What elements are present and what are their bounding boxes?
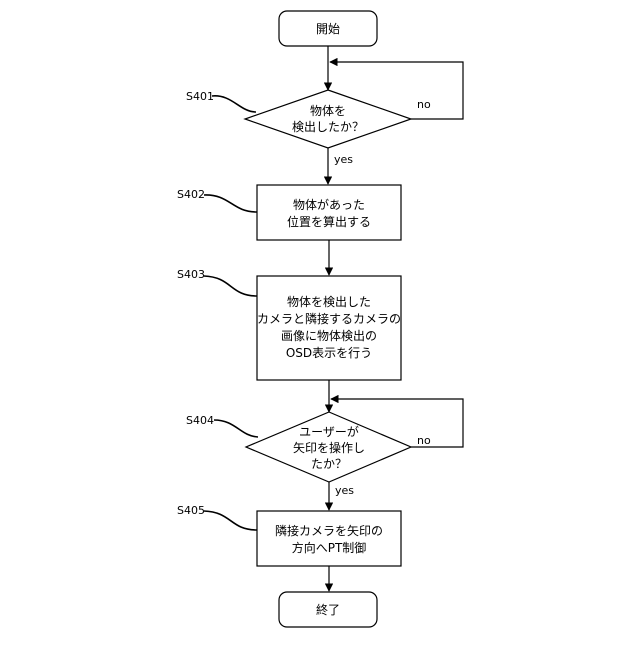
start-label: 開始 xyxy=(316,22,340,36)
decision-s401-line-1: 物体を xyxy=(310,104,346,118)
branch-s404-no: no xyxy=(417,434,431,447)
decision-s401-shape xyxy=(245,90,411,148)
process-s402-line-1: 物体があった xyxy=(293,197,365,212)
process-s402: 物体があった 位置を算出する xyxy=(257,185,401,240)
decision-s401: 物体を 検出したか？ xyxy=(245,90,411,148)
process-s402-line-2: 位置を算出する xyxy=(287,214,371,229)
leader-s402 xyxy=(204,195,257,212)
decision-s404-line-3: たか？ xyxy=(311,457,347,471)
process-s405-shape xyxy=(257,511,401,566)
process-s402-shape xyxy=(257,185,401,240)
process-s405: 隣接カメラを矢印の 方向へPT制御 xyxy=(257,511,401,566)
leader-s403 xyxy=(204,276,257,296)
step-label-s405: S405 xyxy=(177,504,205,517)
step-label-s403: S403 xyxy=(177,268,205,281)
branch-s401-no: no xyxy=(417,98,431,111)
end-label: 終了 xyxy=(316,602,340,617)
step-label-s402: S402 xyxy=(177,188,205,201)
decision-s404-line-1: ユーザーが xyxy=(299,424,359,439)
end-terminal: 終了 xyxy=(279,592,377,627)
step-label-s404: S404 xyxy=(186,414,214,427)
branch-s401-yes: yes xyxy=(334,153,353,166)
process-s403-shape xyxy=(257,276,401,380)
process-s403-line-2: カメラと隣接するカメラの xyxy=(257,311,401,326)
process-s403: 物体を検出した カメラと隣接するカメラの 画像に物体検出の OSD表示を行う xyxy=(257,276,401,380)
decision-s404-line-2: 矢印を操作し xyxy=(293,440,365,455)
decision-s401-line-2: 検出したか？ xyxy=(292,120,364,134)
process-s403-line-1: 物体を検出した xyxy=(287,295,371,309)
leader-s405 xyxy=(204,511,257,530)
process-s405-line-2: 方向へPT制御 xyxy=(292,540,367,555)
branch-s404-yes: yes xyxy=(335,484,354,497)
leader-s404 xyxy=(214,420,258,437)
process-s405-line-1: 隣接カメラを矢印の xyxy=(275,523,383,538)
start-terminal: 開始 xyxy=(279,11,377,46)
leader-s401 xyxy=(212,96,256,112)
step-label-s401: S401 xyxy=(186,90,214,103)
process-s403-line-3: 画像に物体検出の xyxy=(281,329,377,343)
decision-s404: ユーザーが 矢印を操作し たか？ xyxy=(246,412,411,482)
process-s403-line-4: OSD表示を行う xyxy=(286,346,372,360)
